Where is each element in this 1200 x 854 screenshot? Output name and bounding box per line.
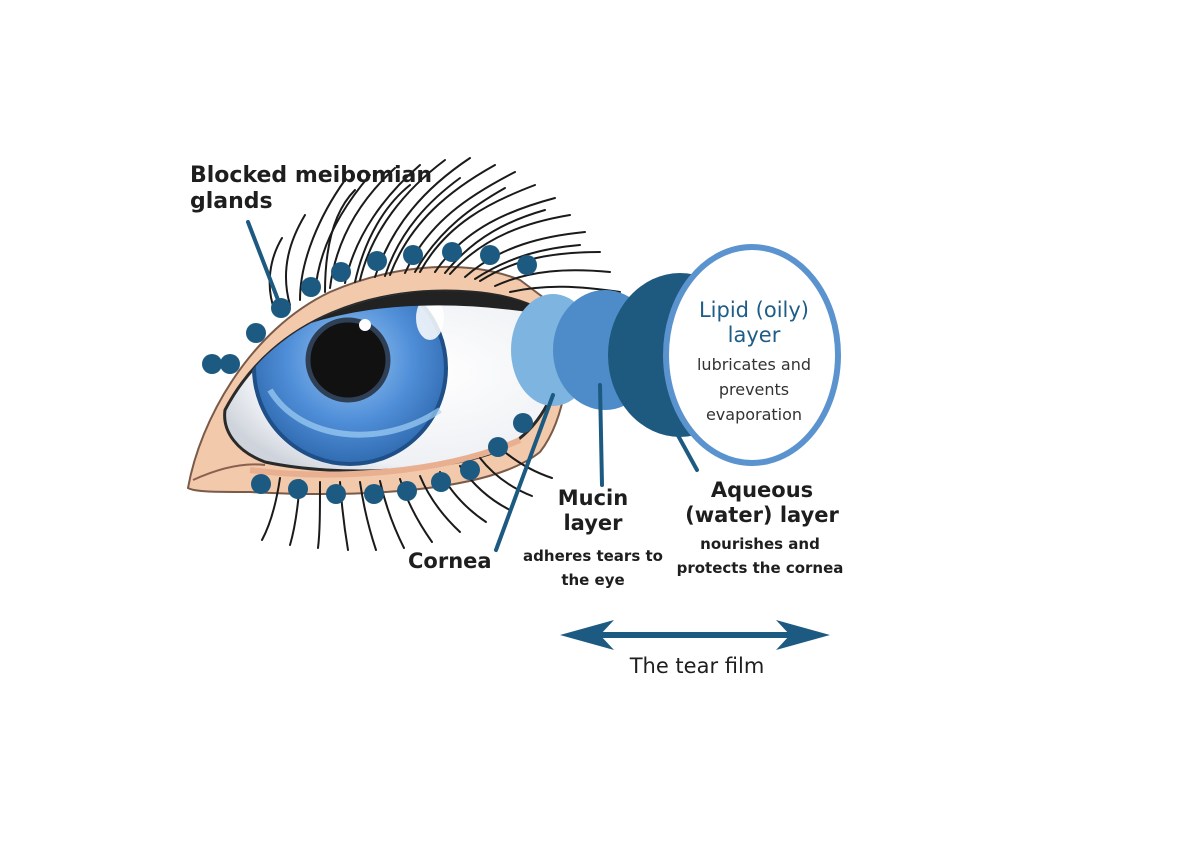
aqueous-leader bbox=[673, 428, 699, 472]
leader-lines bbox=[246, 220, 699, 552]
meibomian-leader bbox=[246, 220, 282, 307]
mucin-layer-title: Mucin layer bbox=[557, 486, 629, 535]
aqueous-layer-description: nourishes and protects the cornea bbox=[676, 535, 844, 577]
lipid-layer-title: Lipid (oily) layer bbox=[698, 298, 810, 347]
upper-eyelashes bbox=[268, 157, 621, 313]
cornea-label: Cornea bbox=[408, 549, 492, 573]
tear-film-arrow bbox=[560, 620, 830, 650]
tear-film-layers bbox=[511, 244, 841, 466]
lipid-layer-disc bbox=[663, 244, 841, 466]
lipid-layer-description: lubricates and prevents evaporation bbox=[696, 355, 811, 424]
meibomian-gland-dots bbox=[202, 242, 537, 504]
pupil bbox=[305, 317, 391, 403]
aqueous-layer-title: Aqueous (water) layer bbox=[685, 478, 839, 527]
cornea-leader bbox=[494, 393, 555, 552]
mucin-layer-description: adheres tears to the eye bbox=[523, 547, 663, 589]
meibomian-glands-label: Blocked meibomian glands bbox=[190, 163, 433, 214]
tear-film-label: The tear film bbox=[629, 654, 765, 678]
mucin-leader bbox=[598, 383, 604, 487]
